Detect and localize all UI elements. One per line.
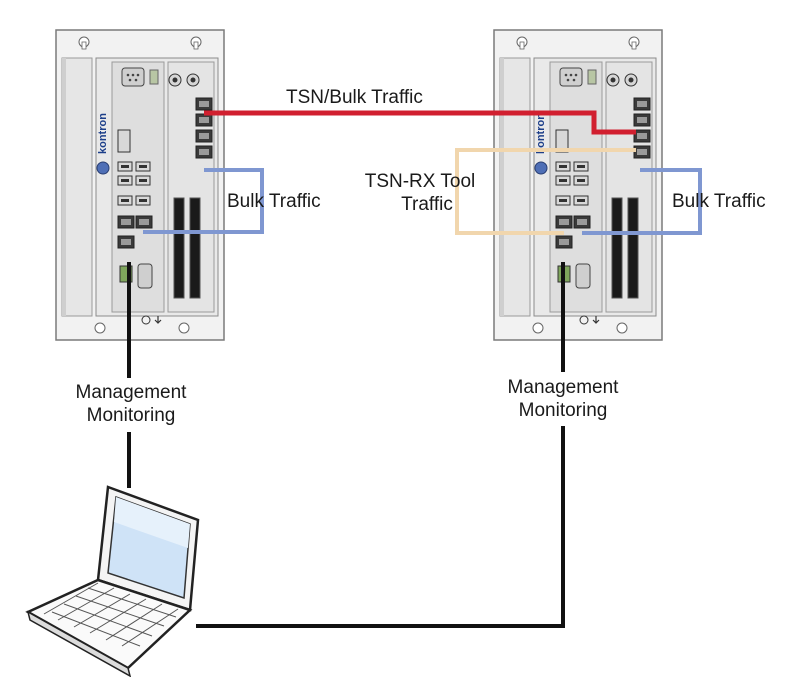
bulk-cable-right bbox=[582, 168, 702, 235]
label-tsn-rx-line1: TSN-RX Tool bbox=[364, 171, 476, 192]
left-device-brand: kontron bbox=[97, 113, 109, 154]
right-device-brand: kontron bbox=[535, 113, 547, 154]
label-management-monitoring-left: Management Monitoring bbox=[62, 381, 200, 427]
label-bulk-traffic-right: Bulk Traffic bbox=[672, 191, 766, 212]
right-device: kontron bbox=[494, 30, 662, 340]
label-management-monitoring-right: Management Monitoring bbox=[494, 376, 632, 422]
label-tsn-bulk-traffic: TSN/Bulk Traffic bbox=[286, 87, 423, 108]
tsn-rx-cable bbox=[455, 148, 636, 235]
label-mgmt-right-line1: Management bbox=[507, 377, 619, 398]
laptop bbox=[25, 485, 200, 677]
label-mgmt-right-line2: Monitoring bbox=[518, 400, 608, 421]
left-device: kontron bbox=[56, 30, 224, 340]
label-tsn-rx-tool-traffic: TSN-RX Tool Traffic bbox=[358, 170, 482, 216]
bulk-cable-left bbox=[143, 168, 264, 234]
label-bulk-traffic-left: Bulk Traffic bbox=[227, 191, 321, 212]
mgmt-cable-right-lower bbox=[196, 426, 565, 628]
label-tsn-rx-line2: Traffic bbox=[401, 194, 453, 215]
label-mgmt-left-line2: Monitoring bbox=[86, 405, 176, 426]
tsn-bulk-cable bbox=[204, 110, 636, 135]
label-mgmt-left-line1: Management bbox=[75, 382, 187, 403]
